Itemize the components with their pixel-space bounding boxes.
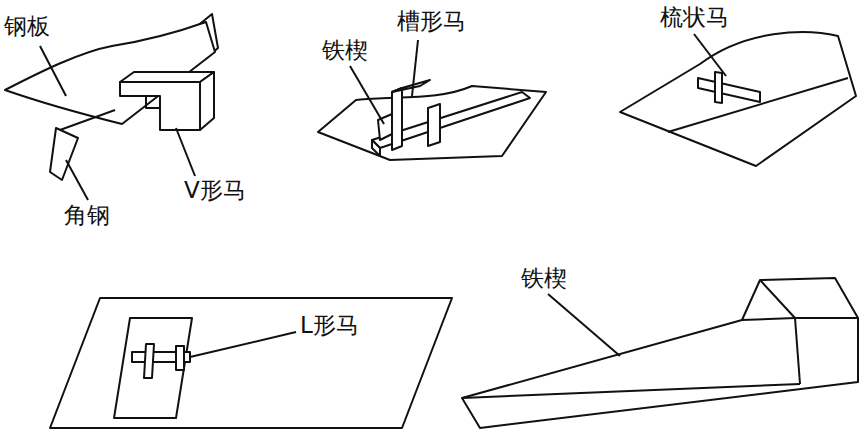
comb-clamp: [698, 78, 760, 102]
v-clamp-face: [120, 82, 200, 130]
part-label: V形马: [184, 178, 246, 203]
channel-clamp-figure: [318, 80, 546, 160]
seam-line: [668, 78, 848, 132]
v-clamp-figure: [5, 14, 218, 180]
wedge-edge: [462, 384, 800, 398]
leader-line: [190, 332, 296, 357]
channel-top: [392, 80, 430, 92]
wedge-edge: [760, 280, 858, 318]
leader-line: [350, 66, 384, 124]
plate: [50, 298, 452, 428]
leader-line: [694, 34, 726, 76]
leader-line: [40, 46, 66, 96]
l-clamp-leg: [176, 346, 184, 370]
part-label: L形马: [300, 313, 359, 338]
leader-line: [66, 160, 88, 200]
curved-plate: [620, 32, 856, 166]
leader-line: [412, 40, 418, 96]
leader-line: [176, 128, 195, 176]
l-clamp-leg: [144, 344, 154, 378]
v-clamp-top: [120, 72, 214, 82]
v-clamp-notch: [146, 96, 160, 108]
leader-lines: [40, 34, 726, 357]
comb-clamp-figure: [620, 32, 856, 166]
part-label: 铁楔: [322, 38, 368, 63]
comb-clamp-upright: [715, 72, 722, 103]
part-label: 槽形马: [397, 9, 466, 34]
channel-leg: [392, 88, 402, 150]
part-label: 铁楔: [521, 266, 567, 291]
wedge: [462, 278, 858, 428]
inner-plate: [114, 318, 192, 418]
part-label: 钢板: [4, 14, 50, 39]
wedge-edge: [795, 318, 800, 384]
wedge-edge: [742, 318, 795, 320]
channel-leg: [428, 104, 440, 146]
wedge-figure: [462, 278, 858, 428]
part-label: 梳状马: [660, 5, 729, 30]
v-clamp-side: [200, 72, 214, 130]
part-label: 角钢: [64, 203, 110, 228]
plate: [318, 86, 546, 160]
l-clamp-figure: [50, 298, 452, 428]
angle-steel-edge: [60, 110, 115, 130]
channel-bar-end: [372, 140, 380, 156]
leader-line: [548, 294, 620, 356]
